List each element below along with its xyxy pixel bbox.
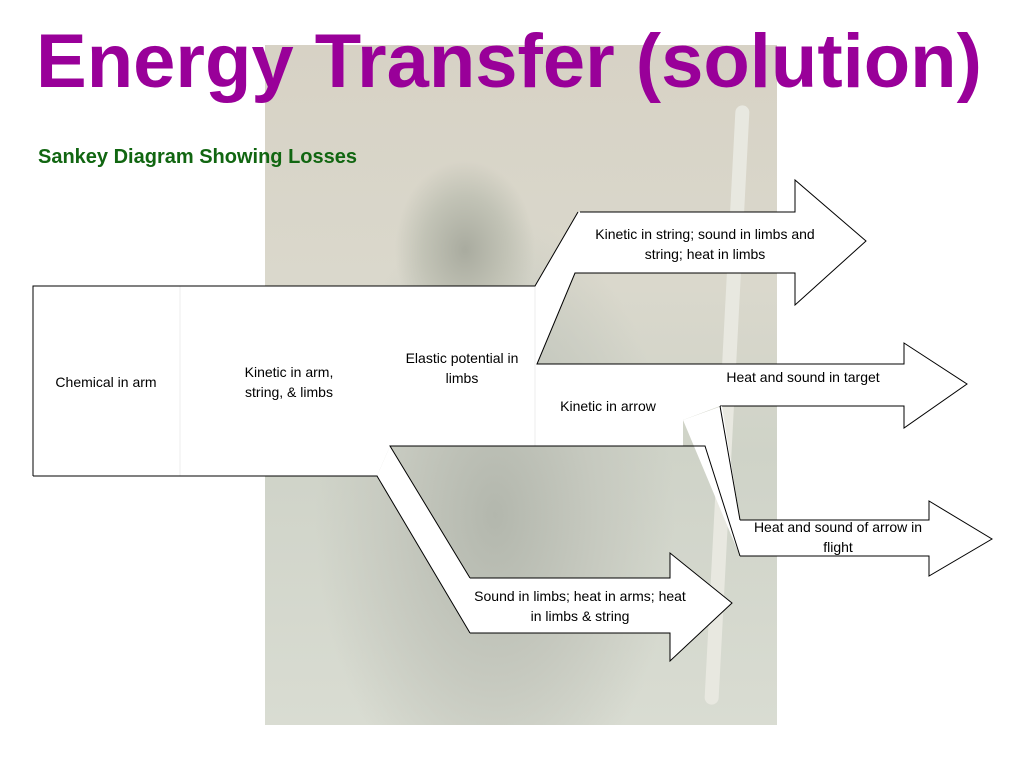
flow-branch-limbs-loss: [377, 446, 732, 661]
stage-label-kinetic-arm: Kinetic in arm, string, & limbs: [244, 364, 334, 400]
page-subtitle: Sankey Diagram Showing Losses: [38, 146, 357, 168]
arrow-limbs-loss: [470, 551, 733, 663]
arrow-flight-loss: [740, 500, 993, 577]
flow-branch-flight-loss: [683, 406, 992, 576]
flow-outline-flight-split: [719, 405, 741, 521]
flow-branch-string-loss: [578, 180, 866, 305]
flow-outline-bottom: [33, 475, 471, 634]
arrow-target-loss: [720, 342, 968, 429]
page-title: Energy Transfer (solution): [36, 19, 982, 104]
loss-label-string: Kinetic in string; sound in limbs and st…: [595, 226, 815, 262]
flow-main-body: [33, 212, 683, 476]
stage-label-chemical: Chemical in arm: [55, 374, 157, 390]
loss-label-flight: Heat and sound of arrow in flight: [753, 519, 923, 555]
stage-label-kinetic-arrow: Kinetic in arrow: [560, 398, 656, 414]
arrow-string-loss: [580, 178, 867, 307]
flow-outline-top: [32, 211, 579, 476]
stage-label-elastic: Elastic potential in limbs: [405, 350, 519, 386]
loss-label-target: Heat and sound in target: [726, 369, 880, 385]
flow-outline-string-split: [536, 272, 720, 365]
flow-outline-target-split: [683, 445, 741, 557]
flow-outline-limbs-split: [389, 445, 683, 579]
loss-label-limbs: Sound in limbs; heat in arms; heat in li…: [474, 588, 686, 624]
